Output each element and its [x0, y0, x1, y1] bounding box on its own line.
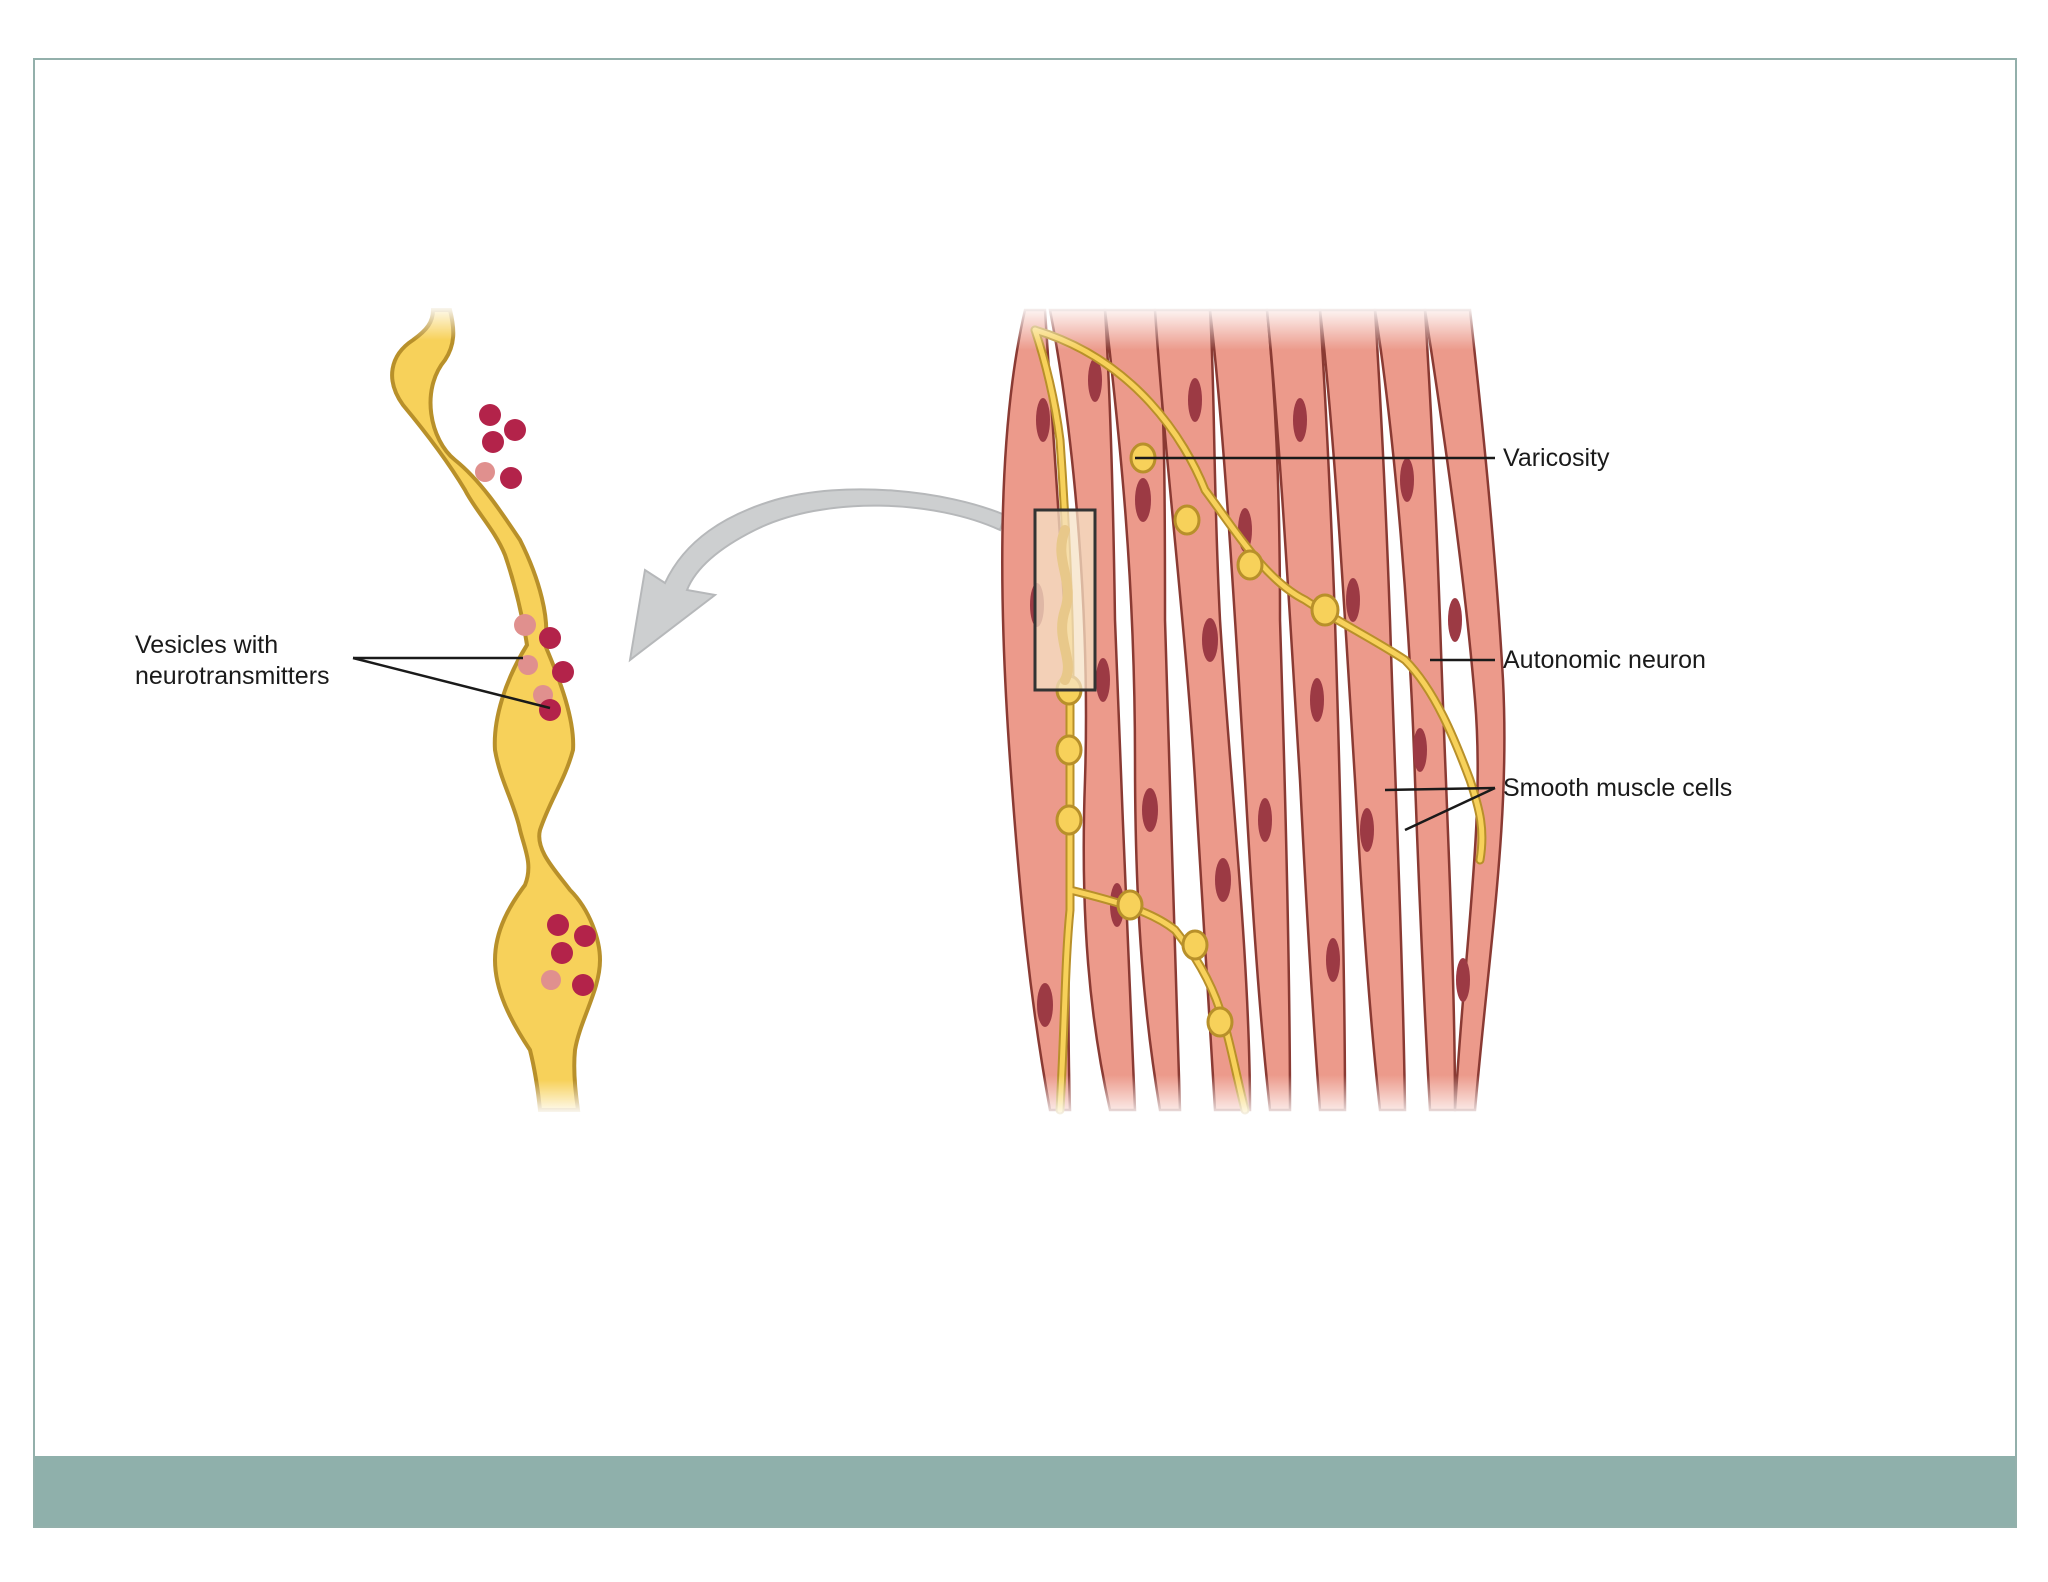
nucleus: [1202, 618, 1218, 662]
vesicle: [551, 942, 573, 964]
vesicle: [539, 699, 561, 721]
varicosity-swelling: [1236, 549, 1264, 581]
leader-line-vesicles: [352, 656, 551, 710]
nucleus: [1413, 728, 1427, 772]
vesicle: [500, 467, 522, 489]
varicosity-swelling: [1173, 504, 1201, 536]
smooth-muscle-innervation-diagram: Vesicles with neurotransmitters Varicosi…: [135, 305, 1732, 1120]
nucleus: [1456, 958, 1470, 1002]
callout-arrow-icon: [628, 488, 1007, 663]
label-varicosity: Varicosity: [1503, 444, 1610, 472]
varicosity-swelling: [1055, 804, 1083, 836]
nucleus: [1400, 458, 1414, 502]
varicosity-swelling: [1206, 1006, 1234, 1038]
nucleus: [1326, 938, 1340, 982]
nucleus: [1346, 578, 1360, 622]
vesicle: [482, 431, 504, 453]
enlarged-axon-with-varicosities: [390, 308, 603, 1112]
vesicle: [547, 914, 569, 936]
nucleus: [1258, 798, 1272, 842]
nucleus: [1096, 658, 1110, 702]
nucleus: [1088, 358, 1102, 402]
vesicle: [552, 661, 574, 683]
varicosity-swelling: [1055, 734, 1083, 766]
leader-line-smooth-muscle: [1384, 786, 1496, 792]
varicosity-swelling: [1181, 929, 1209, 961]
axon-body: [390, 308, 603, 1112]
footer-band: [35, 1456, 2015, 1526]
vesicle: [514, 614, 536, 636]
nucleus: [1036, 398, 1050, 442]
label-autonomic-neuron: Autonomic neuron: [1503, 646, 1706, 674]
nucleus: [1135, 478, 1151, 522]
vesicle: [479, 404, 501, 426]
nucleus: [1215, 858, 1231, 902]
leader-line-smooth-muscle: [1404, 786, 1496, 832]
vesicle: [541, 970, 561, 990]
vesicle: [539, 627, 561, 649]
nucleus: [1142, 788, 1158, 832]
varicosity-swelling: [1116, 889, 1144, 921]
nucleus: [1188, 378, 1202, 422]
vesicle: [574, 925, 596, 947]
vesicle: [518, 655, 538, 675]
vesicle: [572, 974, 594, 996]
nucleus: [1293, 398, 1307, 442]
vesicle: [475, 462, 495, 482]
nucleus: [1448, 598, 1462, 642]
nucleus: [1037, 983, 1053, 1027]
vesicle: [504, 419, 526, 441]
nucleus: [1310, 678, 1324, 722]
varicosity-swelling: [1310, 593, 1340, 627]
slide: Vesicles with neurotransmitters Varicosi…: [33, 58, 2017, 1528]
smooth-muscle-tissue: [975, 305, 1515, 1120]
nucleus: [1360, 808, 1374, 852]
label-smooth-muscle-cells: Smooth muscle cells: [1503, 774, 1732, 802]
label-vesicles-line2: neurotransmitters: [135, 662, 330, 690]
label-vesicles-line1: Vesicles with: [135, 631, 278, 659]
